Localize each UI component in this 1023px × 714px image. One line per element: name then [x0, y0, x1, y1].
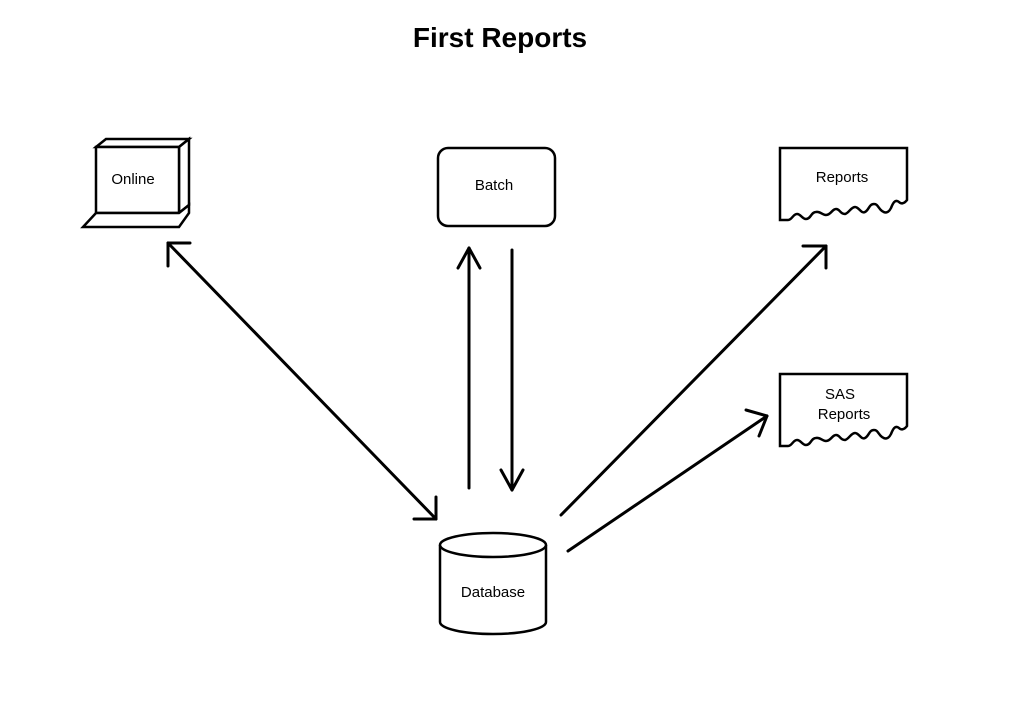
arrow-database-head-from-online	[412, 495, 438, 521]
database-body	[438, 545, 548, 636]
sas-reports-label-line2: Reports	[818, 406, 871, 423]
arrow-online-database	[166, 241, 438, 521]
database-label: Database	[461, 584, 525, 601]
terminal-side-face	[177, 136, 191, 216]
online-node: Online	[80, 136, 193, 229]
batch-node: Batch	[436, 146, 557, 228]
arrow-online-database-line	[166, 241, 438, 521]
arrow-database-to-reports-line	[559, 244, 828, 517]
sas-reports-document-shape	[778, 372, 909, 448]
batch-label: Batch	[475, 177, 513, 194]
arrow-database-to-reports	[559, 244, 828, 517]
online-label: Online	[111, 171, 154, 188]
arrow-batch-head	[456, 246, 482, 270]
database-top	[438, 531, 548, 559]
sas-reports-label-line1: SAS	[825, 386, 855, 403]
reports-document-shape	[778, 146, 909, 222]
arrow-database-to-sas-reports	[566, 408, 769, 553]
arrow-online-head	[166, 241, 192, 268]
reports-label: Reports	[816, 169, 869, 186]
arrow-sas-reports-head	[744, 408, 769, 438]
arrow-batch-to-database	[499, 248, 525, 492]
arrow-database-to-batch	[456, 246, 482, 490]
database-node: Database	[438, 531, 548, 636]
batch-box	[436, 146, 557, 228]
diagram-title: First Reports	[412, 22, 588, 53]
arrow-database-to-sas-reports-line	[566, 414, 769, 553]
arrow-database-head-from-batch	[499, 468, 525, 492]
sas-reports-node: SAS Reports	[778, 372, 909, 448]
terminal-keyboard	[80, 202, 191, 229]
arrow-reports-head	[801, 244, 828, 270]
reports-node: Reports	[778, 146, 909, 222]
